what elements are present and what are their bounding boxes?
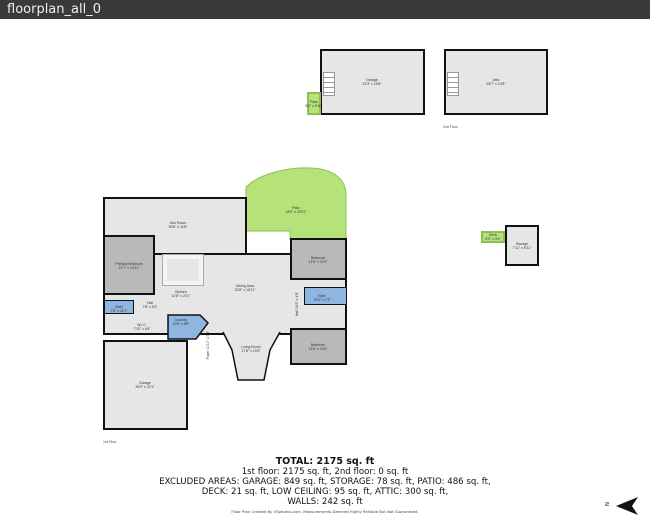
window-title: floorplan_all_0 <box>0 0 650 19</box>
room-deck <box>481 231 505 243</box>
room-garage-2f <box>320 49 425 115</box>
summary-walls: WALLS: 242 sq. ft <box>287 497 363 507</box>
summary-excluded-1: EXCLUDED AREAS: GARAGE: 849 sq. ft, STOR… <box>159 477 491 487</box>
floor-label: 2nd Floor <box>443 125 458 129</box>
room-label: Foyer 11'11" x 5'8" <box>206 330 210 360</box>
credit-text: Floor Plan Created By VSphotos.com. Meas… <box>231 509 419 514</box>
summary-excluded-2: DECK: 21 sq. ft, LOW CEILING: 95 sq. ft,… <box>201 487 449 497</box>
room-bath-1 <box>304 287 347 305</box>
room-label: W.I.C.7'10" x 6'4" <box>133 323 151 331</box>
room-living-bay <box>222 331 281 381</box>
kitchen-counter <box>162 254 204 286</box>
room-bedroom-1 <box>290 238 347 280</box>
room-attic <box>444 49 548 115</box>
floor-label: 1st Floor <box>103 440 117 444</box>
room-patio-2f <box>307 92 321 115</box>
room-garage-1f <box>103 340 188 430</box>
room-label: Hall 16'3" x 4'8" <box>295 291 299 317</box>
room-bedroom-2 <box>290 328 347 365</box>
room-primary-bedroom <box>103 235 155 295</box>
room-storage <box>505 225 539 266</box>
stairs-icon <box>447 72 459 96</box>
summary-total: TOTAL: 2175 sq. ft <box>275 456 375 467</box>
stairs-icon <box>323 72 335 96</box>
compass-label: N <box>604 502 611 506</box>
room-laundry <box>167 314 209 340</box>
room-bath-2 <box>104 300 134 314</box>
compass: N <box>604 494 644 518</box>
north-arrow-icon <box>616 497 638 515</box>
summary-floors: 1st floor: 2175 sq. ft, 2nd floor: 0 sq.… <box>241 467 409 477</box>
room-patio <box>245 167 347 241</box>
